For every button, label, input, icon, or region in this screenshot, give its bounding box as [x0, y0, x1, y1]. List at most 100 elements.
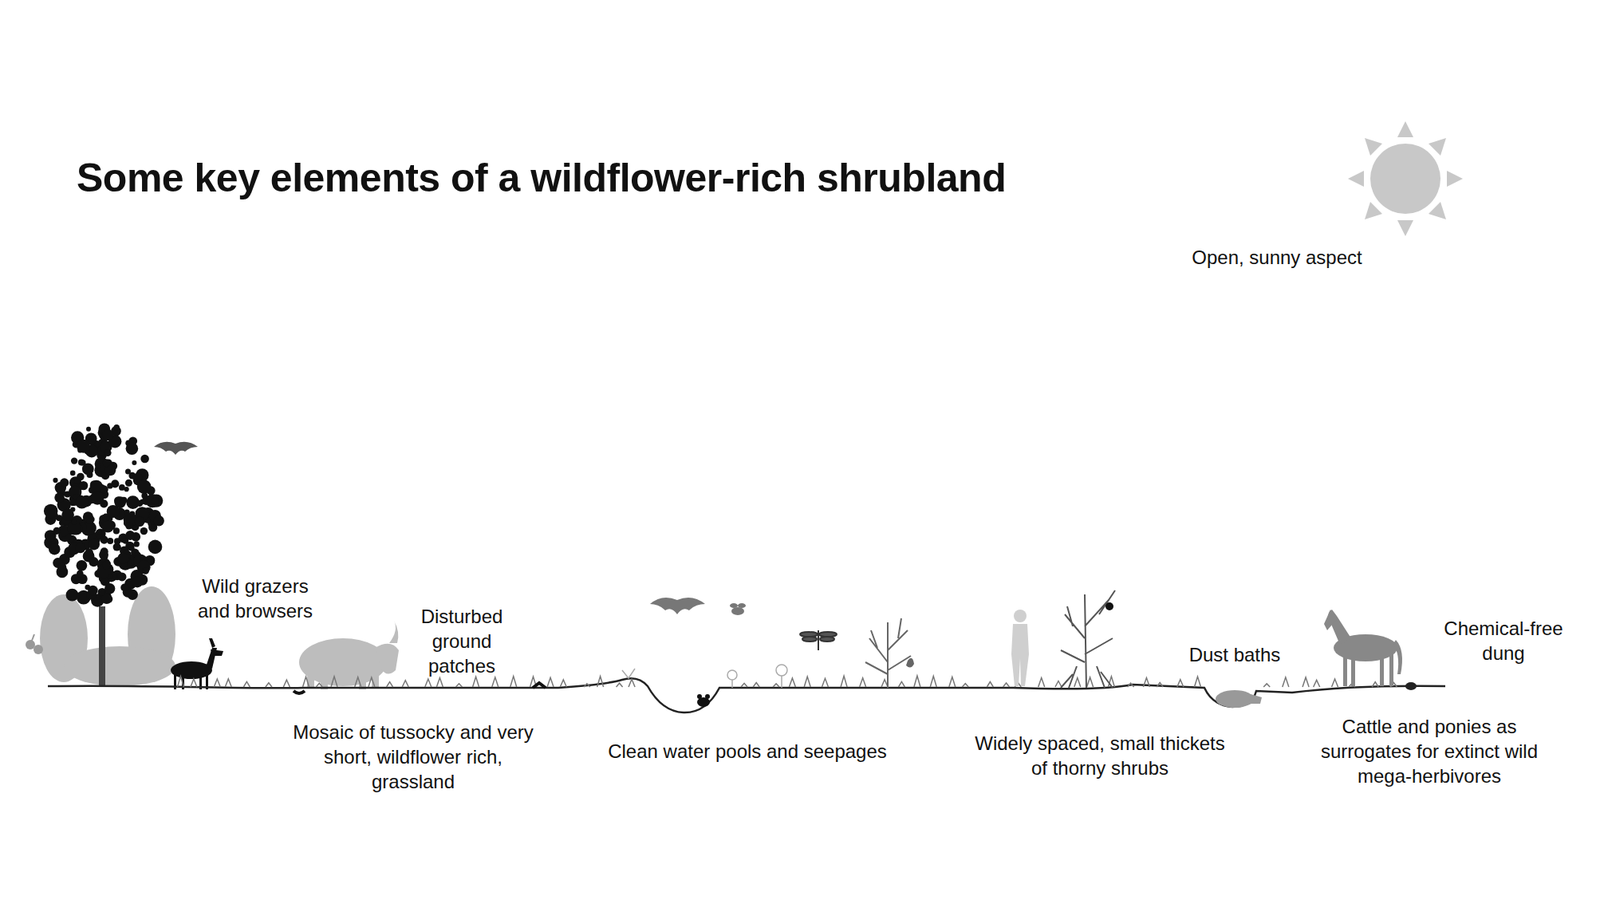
drawing-part — [1156, 682, 1163, 687]
drawing-part — [1397, 220, 1414, 237]
drawing-part — [622, 668, 635, 678]
drawing-part — [114, 424, 120, 430]
annotation-label: Disturbed ground patches — [409, 603, 514, 678]
drawing-part — [436, 677, 443, 687]
drawing-part — [120, 583, 129, 592]
drawing-part — [1215, 689, 1254, 708]
drawing-part — [74, 542, 86, 553]
drawing-part — [1215, 689, 1262, 708]
drawing-part — [104, 583, 115, 594]
drawing-part — [71, 520, 78, 526]
drawing-part — [125, 530, 135, 540]
drawing-part — [131, 575, 143, 588]
drawing-part — [1392, 639, 1403, 674]
drawing-part — [1364, 137, 1383, 156]
drawing-part — [949, 677, 956, 687]
drawing-part — [368, 677, 375, 687]
drawing-part — [85, 547, 94, 556]
drawing-part — [331, 676, 338, 687]
drawing-part — [283, 679, 290, 687]
drawing-part — [1127, 682, 1135, 687]
drawing-part — [114, 537, 121, 544]
drawing-part — [90, 491, 105, 505]
drawing-part — [113, 527, 120, 534]
drawing-part — [315, 682, 323, 687]
drawing-part — [190, 678, 198, 687]
drawing-part — [52, 477, 58, 483]
drawing-part — [819, 636, 835, 642]
drawing-part — [63, 646, 176, 686]
drawing-part — [76, 433, 83, 441]
drawing-part — [136, 500, 143, 507]
drawing-part — [1013, 609, 1027, 623]
drawing-part — [98, 589, 106, 596]
drawing-part — [145, 493, 160, 508]
drawing-part — [510, 676, 517, 687]
drawing-part — [1087, 677, 1094, 687]
drawing-part — [697, 693, 710, 707]
drawing-part — [1446, 170, 1463, 187]
drawing-part — [1011, 623, 1029, 686]
drawing-part — [140, 527, 148, 535]
drawing-part — [151, 496, 159, 505]
drawing-part — [472, 676, 480, 687]
drawing-part — [1060, 590, 1116, 688]
drawing-part — [622, 664, 788, 688]
drawing-part — [1370, 143, 1441, 214]
drawing-part — [1302, 677, 1309, 687]
drawing-part — [628, 678, 635, 687]
drawing-part — [1364, 201, 1383, 220]
drawing-part — [776, 664, 788, 676]
drawing-part — [153, 441, 198, 455]
drawing-part — [76, 559, 88, 572]
drawing-part — [1003, 682, 1010, 687]
drawing-part — [532, 682, 546, 688]
drawing-part — [1347, 121, 1463, 237]
drawing-part — [54, 492, 65, 504]
drawing-part — [118, 484, 126, 491]
drawing-part — [39, 586, 176, 686]
drawing-part — [800, 630, 837, 651]
drawing-part — [1397, 121, 1414, 138]
drawing-part — [1324, 609, 1403, 686]
drawing-part — [1249, 693, 1262, 704]
drawing-part — [1332, 678, 1339, 687]
annotation-label: Widely spaced, small thickets of thorny … — [964, 730, 1236, 781]
drawing-part — [47, 677, 1446, 713]
drawing-part — [772, 683, 780, 687]
drawing-part — [650, 597, 706, 615]
drawing-part — [106, 482, 113, 489]
drawing-part — [125, 468, 131, 474]
drawing-part — [118, 571, 127, 581]
drawing-part — [117, 552, 129, 564]
drawing-part — [1351, 657, 1356, 686]
drawing-part — [61, 508, 75, 522]
drawing-part — [865, 618, 911, 688]
drawing-part — [70, 470, 76, 477]
drawing-part — [1060, 590, 1116, 688]
drawing-part — [78, 458, 85, 466]
drawing-part — [48, 543, 61, 556]
drawing-part — [131, 460, 137, 466]
drawing-part — [1011, 609, 1029, 686]
drawing-part — [76, 472, 85, 481]
drawing-part — [102, 459, 111, 468]
drawing-part — [133, 540, 140, 547]
drawing-part — [140, 454, 150, 464]
drawing-part — [930, 675, 937, 687]
drawing-part — [1428, 201, 1447, 220]
drawing-part — [401, 680, 409, 687]
drawing-part — [43, 422, 165, 607]
drawing-part — [492, 677, 499, 687]
drawing-part — [82, 462, 95, 475]
drawing-part — [1347, 170, 1364, 187]
annotation-label: Chemical-free dung — [1431, 615, 1576, 666]
drawing-part — [1263, 683, 1270, 687]
drawing-part — [1055, 680, 1062, 687]
drawing-part — [729, 602, 738, 608]
drawing-part — [53, 527, 61, 535]
drawing-part — [293, 690, 305, 694]
drawing-part — [986, 681, 994, 687]
drawing-part — [57, 563, 67, 572]
drawing-part — [243, 681, 250, 687]
